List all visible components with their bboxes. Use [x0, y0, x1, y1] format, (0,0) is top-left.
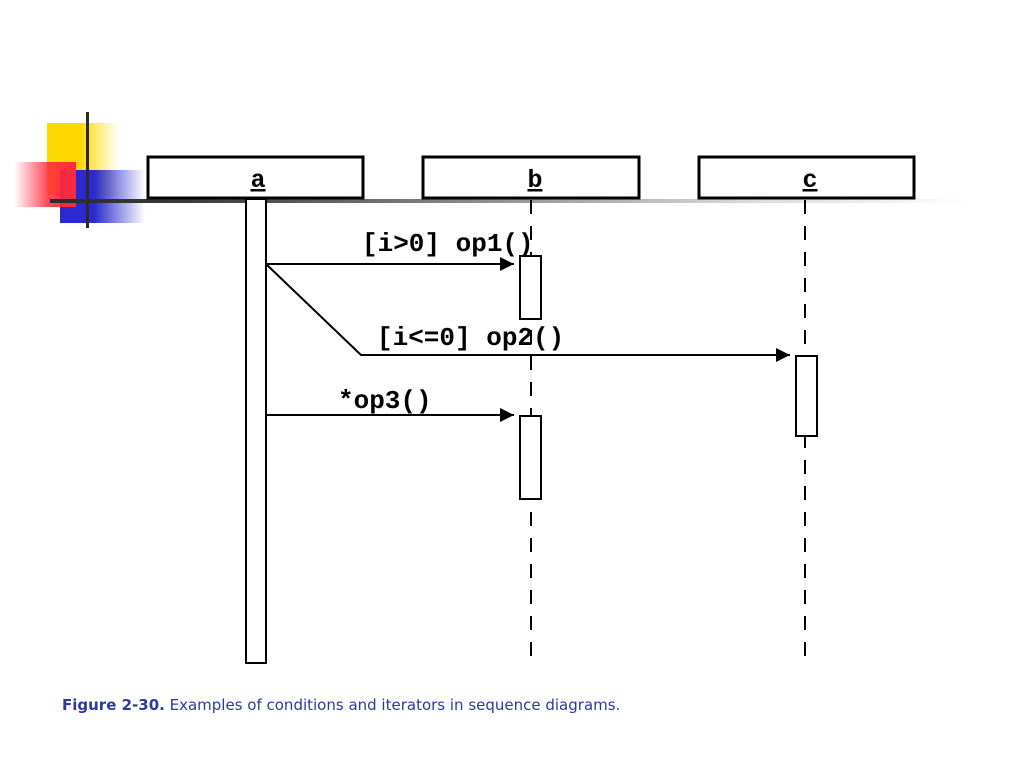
object-b: b	[421, 155, 641, 200]
object-c: c	[697, 155, 916, 200]
decorative-vertical-line	[86, 112, 89, 228]
figure-caption-label: Figure 2-30.	[62, 696, 165, 714]
activation-c-op2	[795, 355, 818, 437]
message-op1-label: [i>0] op1()	[362, 229, 534, 259]
object-a: a	[146, 155, 365, 200]
activation-b-op1	[519, 255, 542, 320]
message-op3-label: *op3()	[338, 386, 432, 416]
object-b-label: b	[527, 166, 542, 195]
message-op2-label: [i<=0] op2()	[377, 323, 564, 353]
figure-caption-text: Examples of conditions and iterators in …	[169, 696, 621, 714]
activation-a	[245, 198, 267, 664]
object-c-label: c	[802, 166, 817, 195]
figure-caption: Figure 2-30. Examples of conditions and …	[62, 696, 620, 714]
object-a-label: a	[250, 166, 265, 195]
activation-b-op3	[519, 415, 542, 500]
message-op2-arrow	[265, 263, 790, 362]
decorative-horizontal-rule	[50, 199, 970, 203]
